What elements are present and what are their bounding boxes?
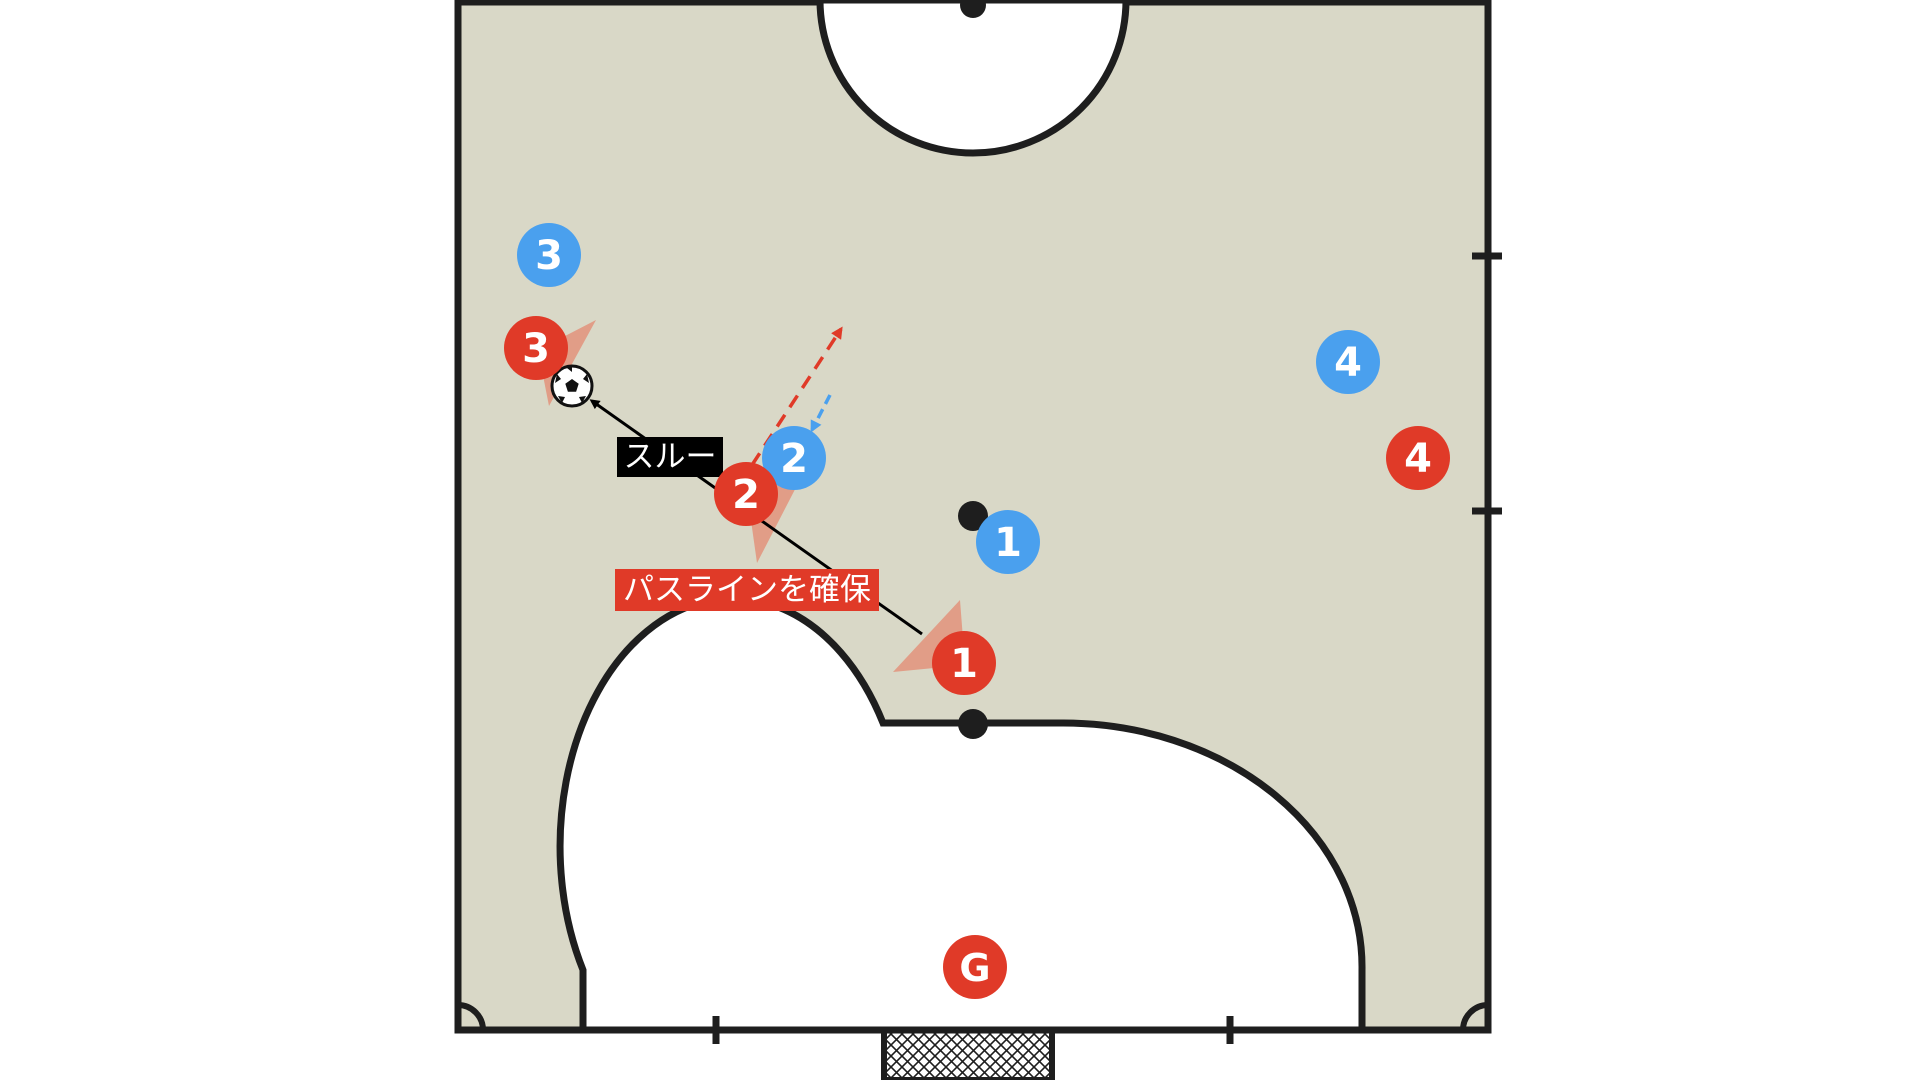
svg-text:1: 1 [950,641,978,687]
svg-text:2: 2 [780,436,808,482]
label-through-text: スルー [624,439,717,475]
blue-player-1[interactable]: 1 [976,510,1040,574]
svg-text:2: 2 [732,472,760,518]
red-goalkeeper[interactable]: G [943,935,1007,999]
blue-player-3[interactable]: 3 [517,223,581,287]
second-penalty-spot [958,501,988,531]
blue-player-4[interactable]: 4 [1316,330,1380,394]
corner-arc-left [457,1002,486,1031]
svg-text:3: 3 [522,326,550,372]
run-arrow-blue [810,394,832,433]
label-through: スルー [617,437,723,477]
goal-net [881,1027,1055,1083]
svg-text:3: 3 [535,233,563,279]
svg-text:1: 1 [994,520,1022,566]
red-player-2[interactable]: 2 [714,462,778,526]
svg-text:4: 4 [1334,340,1362,386]
blue-player-2[interactable]: 2 [762,426,826,490]
center-circle [816,0,1130,157]
center-spot [960,0,986,18]
label-pass-line-text: パスラインを確保 [623,572,871,608]
soccer-ball-icon[interactable] [550,364,594,408]
red-player-1[interactable]: 1 [932,631,996,695]
svg-text:4: 4 [1404,436,1432,482]
penalty-area [556,594,1366,1034]
corner-arc-right [1460,1002,1489,1031]
penalty-spot [958,709,988,739]
svg-text:G: G [959,946,990,990]
red-player-3[interactable]: 3 [504,316,568,380]
red-player-4[interactable]: 4 [1386,426,1450,490]
label-pass-line: パスラインを確保 [615,569,879,611]
